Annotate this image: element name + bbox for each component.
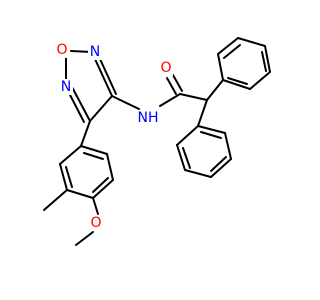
atom-label-layer: O NH O N N O	[55, 42, 173, 231]
bond-carbonyl-o	[166, 77, 177, 95]
methoxy-oxygen-bg	[89, 215, 103, 231]
bond-upper-phenyl-3	[237, 37, 266, 47]
bond-n-c3-ring-double	[99, 58, 117, 95]
bond-aryl-inner-a	[65, 166, 73, 188]
bond-lower-phenyl-inner-c	[200, 131, 222, 139]
ring-n-left-label: N	[61, 79, 71, 95]
ring-n-right-bg	[88, 44, 102, 60]
bond-aryl-2	[59, 163, 68, 191]
bond-methyl	[43, 189, 68, 211]
bond-c3-nh	[111, 95, 140, 110]
amide-nh-bg	[135, 110, 161, 126]
bond-nh-carbonyl	[159, 93, 181, 107]
bond-aryl-6	[80, 145, 108, 155]
bond-methoxy-o-methyl	[75, 231, 94, 246]
bond-c4-aryl	[80, 120, 91, 147]
bond-upper-phenyl-inner-b	[261, 51, 267, 72]
bond-c4-n-ring-double	[67, 90, 85, 123]
bond-lower-phenyl-2	[176, 144, 186, 171]
bond-c3-c4	[89, 95, 113, 122]
bond-aryl-1	[59, 145, 82, 165]
bond-upper-phenyl-2	[217, 37, 239, 55]
bond-aryl-inner-b	[92, 177, 109, 193]
bond-lower-phenyl-4	[210, 158, 232, 178]
carbonyl-oxygen-bg	[159, 60, 173, 76]
bond-aryl-5	[106, 153, 114, 181]
carbonyl-oxygen-label: O	[160, 60, 171, 76]
bond-lower-phenyl-6	[197, 125, 226, 134]
bond-n-c3-ring	[94, 58, 113, 97]
bond-aryl-3	[66, 189, 94, 199]
bond-layer	[43, 37, 271, 246]
bond-carbonyl-o-double	[172, 74, 183, 92]
bond-lower-phenyl-inner-b	[210, 156, 227, 172]
bond-lower-phenyl-1	[176, 125, 199, 146]
bond-lower-phenyl-5	[224, 132, 232, 160]
bond-aryl-4	[92, 179, 114, 199]
bond-lower-phenyl-3	[184, 169, 212, 178]
bond-aryl-methoxy-o	[92, 197, 99, 215]
bond-upper-phenyl-inner-c	[227, 77, 248, 85]
bond-upper-phenyl-5	[249, 71, 271, 90]
bond-upper-phenyl-1	[217, 53, 224, 81]
methoxy-oxygen-label: O	[90, 215, 101, 231]
bond-carbonyl-ch	[179, 93, 208, 101]
bond-aryl-inner-c	[83, 152, 104, 160]
molecule-canvas: O NH O N N O	[43, 37, 271, 246]
bond-ch-upper-phenyl	[206, 79, 224, 101]
bond-upper-phenyl-4	[264, 45, 271, 73]
bond-upper-phenyl-inner-a	[223, 44, 241, 59]
bond-upper-phenyl-6	[222, 79, 251, 90]
ring-oxygen-bg	[55, 42, 69, 58]
ring-n-left-bg	[59, 79, 73, 95]
molecule-structure: O NH O N N O	[43, 37, 271, 246]
bond-lower-phenyl-inner-a	[182, 147, 191, 169]
bond-c4-n-ring	[71, 86, 91, 122]
ring-oxygen-label: O	[56, 42, 67, 58]
amide-nh-label: NH	[138, 110, 159, 126]
bond-ch-lower-phenyl	[197, 99, 208, 127]
ring-n-right-label: N	[90, 44, 100, 60]
